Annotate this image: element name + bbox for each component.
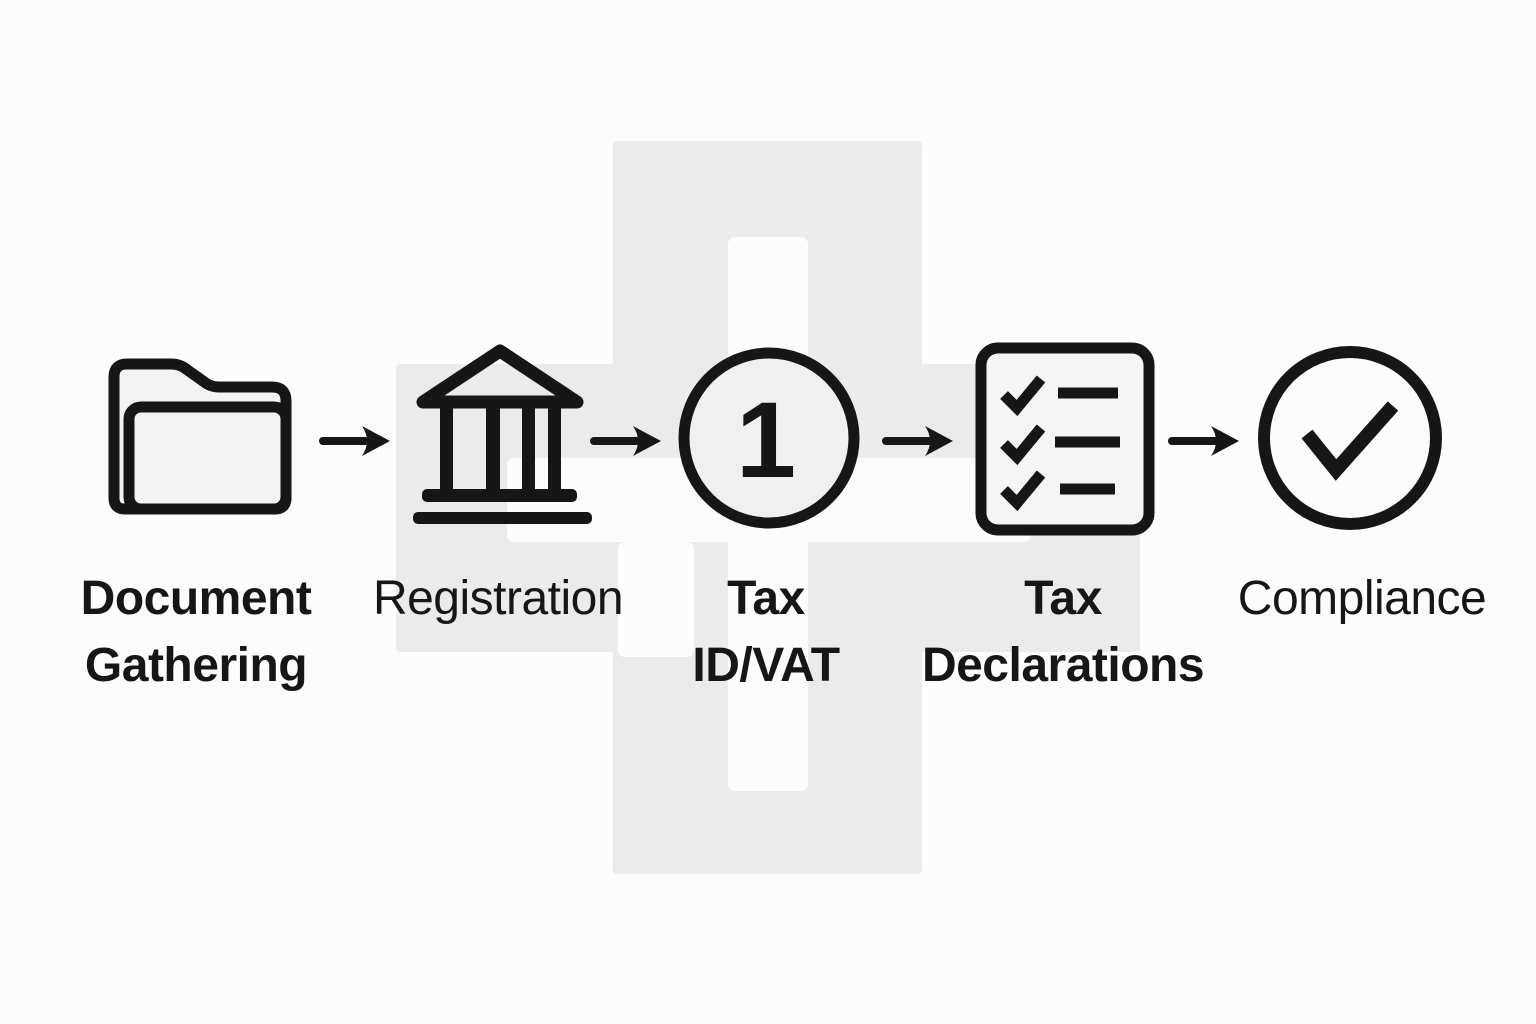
step-label-line: ID/VAT <box>692 639 840 692</box>
cross-inner-notch <box>618 542 694 657</box>
arrow-right-icon <box>319 426 390 456</box>
step-label-line: Compliance <box>1237 572 1487 625</box>
step-label-line: Tax <box>1024 572 1102 625</box>
step-number: 1 <box>736 379 796 500</box>
step-label-line: Declarations <box>921 639 1205 692</box>
step-label-line: Tax <box>727 572 805 625</box>
step-label-registration: Registration <box>372 565 624 632</box>
step-label-tax-declarations: Tax Declarations <box>921 565 1205 699</box>
folder-icon <box>108 358 292 515</box>
checklist-icon <box>975 342 1155 536</box>
check-circle-icon <box>1258 346 1442 530</box>
step-label-line: Gathering <box>84 639 308 692</box>
step-label-document-gathering: Document Gathering <box>81 565 312 699</box>
number-1-circle-icon: 1 <box>678 347 860 529</box>
step-label-line: Registration <box>372 572 624 625</box>
arrow-right-icon <box>590 426 661 456</box>
step-label-line: Document <box>80 572 312 625</box>
bank-icon <box>413 344 592 524</box>
arrow-right-icon <box>882 426 953 456</box>
step-label-tax-id-vat: Tax ID/VAT <box>692 565 840 699</box>
step-label-compliance: Compliance <box>1237 565 1487 632</box>
arrow-right-icon <box>1168 426 1239 456</box>
